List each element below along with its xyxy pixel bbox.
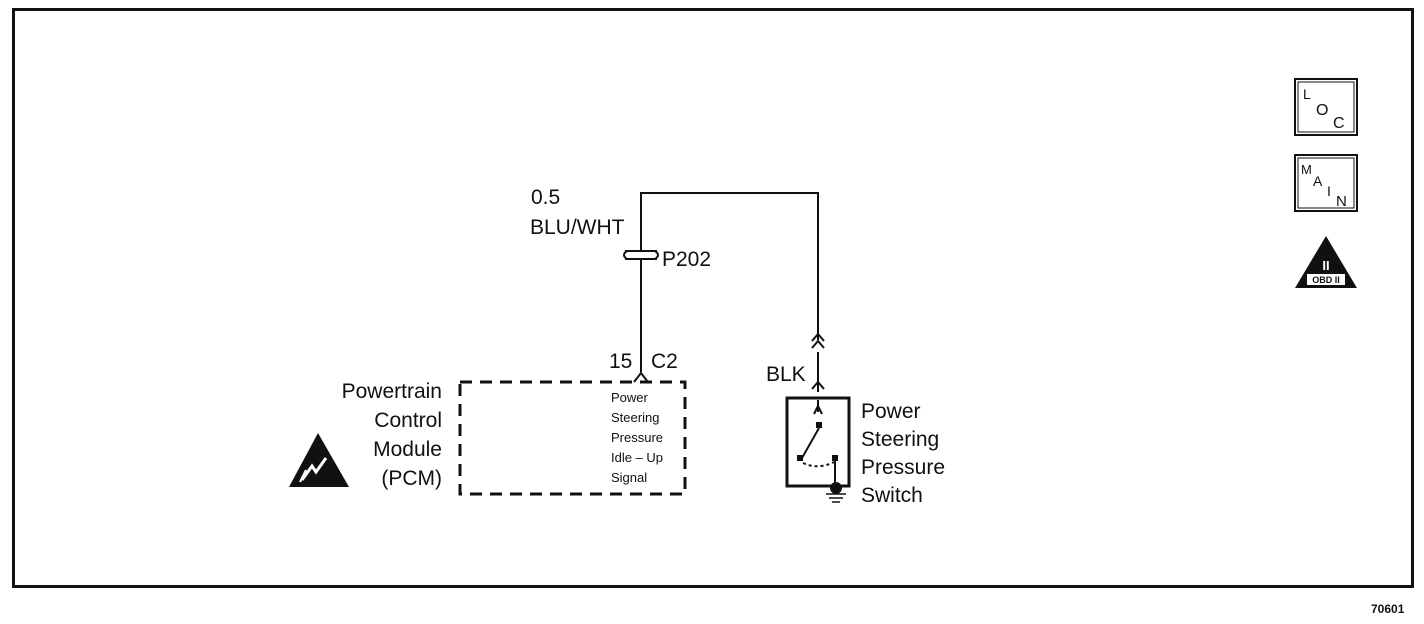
svg-text:OBD II: OBD II [1312,275,1340,285]
pcm-name-line-1: Powertrain [342,380,442,403]
pressure-switch-box [785,396,851,488]
switch-name-line-3: Pressure [861,456,945,479]
svg-text:L: L [1303,86,1311,102]
blu-wht-wire [640,192,819,340]
pcm-name-line-3: Module [373,438,442,461]
loc-symbol-icon: L O C [1294,78,1358,136]
svg-text:II: II [1322,258,1329,273]
switch-name-line-4: Switch [861,484,923,507]
pcm-circuit-line-3: Pressure [611,430,663,445]
svg-text:C: C [1333,115,1345,132]
svg-text:O: O [1316,102,1328,119]
obd-ii-symbol-icon: II OBD II [1295,236,1357,288]
electrostatic-discharge-icon [289,433,349,487]
pcm-pin-number: 15 [609,350,632,373]
pcm-name-line-4: (PCM) [381,467,442,490]
svg-text:A: A [1313,173,1323,189]
pcm-circuit-line-1: Power [611,390,649,405]
svg-text:I: I [1327,183,1331,199]
wire-gauge-label: 0.5 [531,186,560,209]
main-symbol-icon: M A I N [1294,154,1358,212]
p202-label: P202 [662,248,711,271]
svg-text:N: N [1336,193,1347,210]
pcm-connector-label: C2 [651,350,678,373]
diagram-frame [12,8,1414,588]
switch-name-line-2: Steering [861,428,939,451]
pcm-circuit-line-2: Steering [611,410,659,425]
switch-contact-icon [797,400,838,484]
switch-connector-icon [811,332,825,390]
pcm-box [458,380,687,496]
ground-icon [826,482,846,503]
svg-text:M: M [1301,162,1312,177]
switch-name-line-1: Power [861,400,921,423]
p202-connector-icon [623,245,659,265]
figure-number: 70601 [1371,602,1405,616]
pcm-name-line-2: Control [374,409,442,432]
pcm-circuit-line-5: Signal [611,470,647,485]
pcm-circuit-line-4: Idle – Up [611,450,663,465]
switch-wire-color-label: BLK [766,363,806,386]
pcm-terminal-icon [633,371,649,383]
wire-color-label: BLU/WHT [530,216,625,239]
